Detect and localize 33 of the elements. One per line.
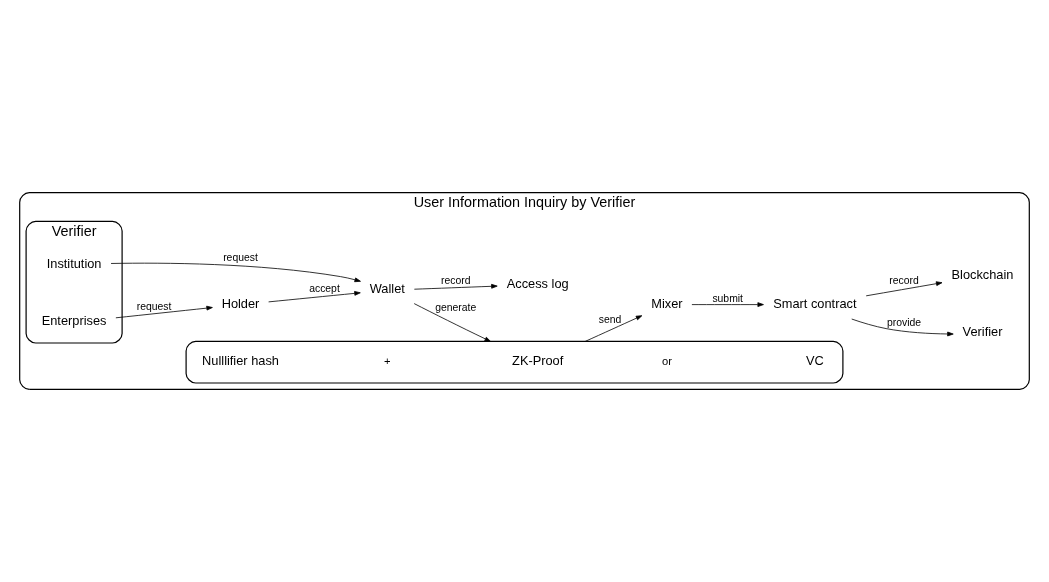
edge-label: submit [712, 292, 743, 304]
node-text: Wallet [369, 281, 405, 297]
arrow [865, 281, 943, 297]
arrow [110, 262, 361, 283]
edge-label: record [889, 275, 919, 287]
arrow [413, 303, 491, 342]
node-text: Institution [46, 255, 102, 271]
node-text: Nulllifier hash [202, 353, 279, 369]
edge-label: record [440, 275, 471, 287]
arrow [268, 291, 361, 303]
edge-label: request [136, 300, 172, 312]
node-text: Access log [506, 275, 569, 291]
edge-label: generate [435, 302, 477, 314]
arrow [851, 318, 954, 337]
node-text: Mixer [651, 295, 683, 311]
arrow [413, 283, 498, 290]
node-text: Smart contract [773, 295, 857, 311]
node-text: Verifier [962, 324, 1003, 340]
node-text: ZK-Proof [512, 353, 564, 369]
arrow [584, 315, 643, 342]
node-text: Holder [221, 295, 260, 311]
arrow [115, 305, 213, 319]
node-text: Blockchain [951, 266, 1014, 282]
label: or [661, 355, 672, 368]
cluster [185, 340, 844, 384]
arrow [691, 302, 764, 307]
label: + [384, 355, 391, 368]
edge-label: accept [309, 283, 340, 295]
edge-label: request [223, 251, 258, 263]
edge-label: provide [887, 316, 922, 328]
edge-label: send [598, 313, 622, 325]
node-text: VC [806, 353, 824, 369]
node-text: Enterprises [41, 313, 107, 329]
